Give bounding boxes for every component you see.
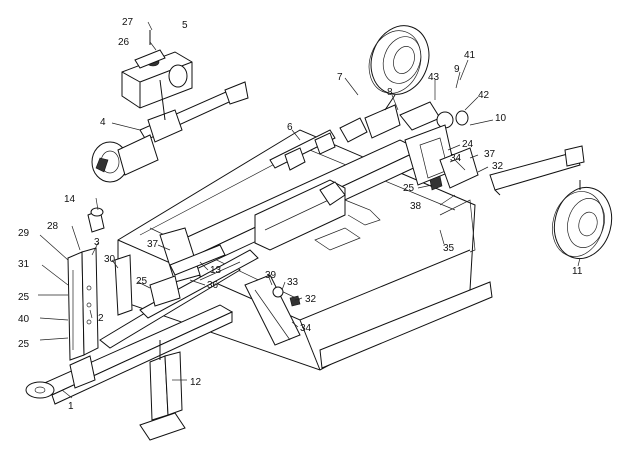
label-27: 27	[122, 17, 134, 28]
label-40: 40	[18, 314, 30, 325]
label-34a: 34	[450, 153, 462, 164]
leader-lines	[38, 21, 581, 399]
label-25a: 25	[403, 183, 415, 194]
label-31: 31	[18, 259, 30, 270]
top-bracket	[121, 30, 193, 121]
label-6: 6	[287, 122, 293, 133]
label-38: 38	[410, 201, 422, 212]
label-37a: 37	[484, 149, 496, 160]
label-25b: 25	[136, 276, 148, 287]
label-13: 13	[210, 265, 222, 276]
hitch-mast	[67, 207, 133, 361]
spindle-hub	[399, 101, 479, 191]
label-8: 8	[387, 87, 393, 98]
label-24: 24	[462, 139, 474, 150]
label-33: 33	[287, 277, 299, 288]
label-43: 43	[428, 72, 440, 83]
label-39: 39	[265, 270, 277, 281]
label-1: 1	[68, 401, 74, 412]
label-2: 2	[98, 313, 104, 324]
driveline	[269, 104, 401, 171]
label-29: 29	[18, 228, 30, 239]
label-28: 28	[47, 221, 59, 232]
rear-tire	[368, 25, 430, 111]
label-12: 12	[190, 377, 202, 388]
lift-linkage	[149, 227, 241, 307]
tail-wheel-arm	[489, 145, 613, 260]
label-3: 3	[94, 237, 100, 248]
label-26: 26	[118, 37, 130, 48]
label-36: 36	[207, 280, 219, 291]
jack-stand	[139, 340, 186, 441]
label-14: 14	[64, 194, 76, 205]
label-37b: 37	[147, 239, 159, 250]
label-11: 11	[572, 266, 583, 277]
label-35: 35	[443, 243, 455, 254]
label-25d: 25	[18, 339, 30, 350]
label-41: 41	[464, 50, 476, 61]
label-32b: 32	[305, 294, 317, 305]
label-9: 9	[454, 64, 460, 75]
label-42: 42	[478, 90, 490, 101]
label-30: 30	[104, 254, 116, 265]
label-10: 10	[495, 113, 507, 124]
pto-shaft	[91, 81, 249, 183]
label-34b: 34	[300, 323, 312, 334]
label-5: 5	[182, 20, 188, 31]
label-25c: 25	[18, 292, 30, 303]
label-7: 7	[337, 72, 343, 83]
label-4: 4	[100, 117, 106, 128]
center-linkage	[244, 274, 301, 346]
label-32a: 32	[492, 161, 504, 172]
callout-labels: 27 5 26 4 7 8 43 9 41 42 10 6 24 34 37 3…	[18, 17, 583, 412]
